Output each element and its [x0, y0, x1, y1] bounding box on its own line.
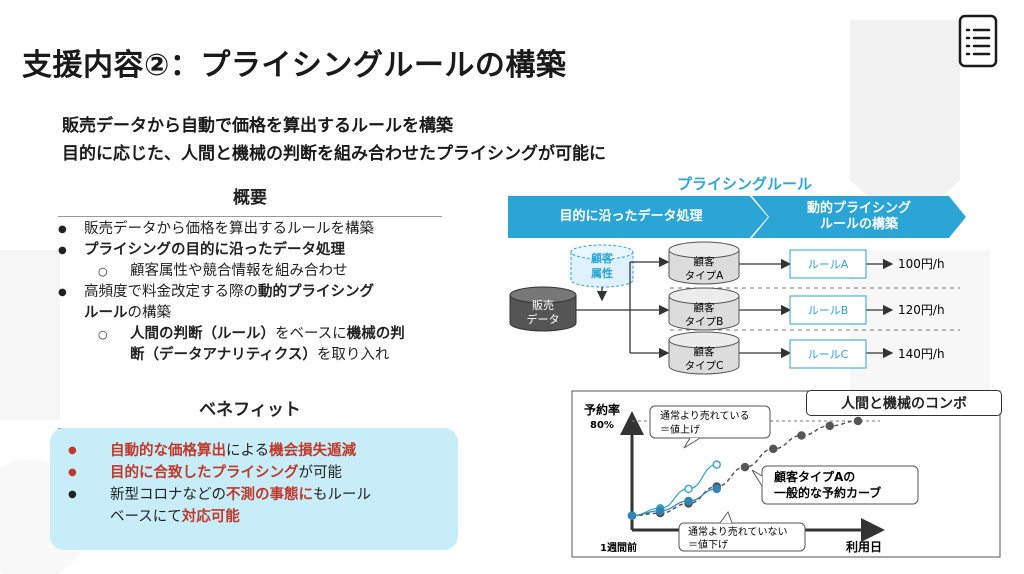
curve-upper-point: [684, 484, 693, 494]
curve-lower-point: [712, 484, 721, 494]
overview-list: 販売データから価格を算出するルールを構築 プライシングの目的に沿ったデータ処理 …: [50, 219, 450, 366]
svg-text:データ: データ: [527, 312, 560, 326]
lead-text: 販売データから自動で価格を算出するルールを構築 目的に応じた、人間と機械の判断を…: [62, 112, 606, 168]
diagram-title: プライシングルール: [677, 175, 813, 193]
lead-line-1: 販売データから自動で価格を算出するルールを構築: [62, 116, 453, 136]
booking-curve-chart: 予約率 80% 1週間前 利用日 通常より売れている ＝値上げ 通常より売れてい…: [571, 390, 1001, 558]
svg-text:顧客: 顧客: [591, 251, 614, 265]
svg-text:タイプC: タイプC: [685, 360, 724, 372]
benefits-list: 自動的な価格算出による機会損失遁減 目的に合致したプライシングが可能 新型コロナ…: [50, 440, 450, 528]
sales-data-cylinder: 販売 データ: [509, 286, 577, 332]
price-b: 120円/h: [898, 303, 945, 317]
curve-normal-point: [769, 444, 778, 454]
x-start-label: 1週間前: [600, 541, 637, 554]
page-title: 支援内容②：プライシングルールの構築: [22, 48, 567, 83]
svg-text:ルールB: ルールB: [808, 304, 849, 317]
svg-text:タイプA: タイプA: [685, 270, 724, 282]
list-item: プライシングの目的に沿ったデータ処理: [50, 240, 450, 261]
curve-label: 顧客タイプAの 一般的な予約カーブ: [751, 465, 919, 505]
curve-normal-point: [825, 421, 834, 431]
rule-a-box: ルールA: [789, 249, 867, 279]
step-dynamic-pricing: 動的プライシングルールの構築: [752, 196, 966, 238]
y-tick-label: 80%: [590, 420, 614, 431]
curve-normal-point: [797, 431, 806, 440]
lead-line-2: 目的に応じた、人間と機械の判断を組み合わせたプライシングが可能に: [62, 144, 606, 164]
list-item: 販売データから価格を算出するルールを構築: [50, 219, 450, 240]
svg-text:顧客タイプAの: 顧客タイプAの: [774, 469, 855, 484]
step-data-processing: 目的に沿ったデータ処理: [508, 196, 768, 238]
x-end-label: 利用日: [846, 539, 882, 554]
curve-normal-point: [853, 416, 863, 426]
price-a: 100円/h: [898, 257, 945, 271]
svg-text:顧客: 顧客: [694, 301, 715, 314]
svg-text:販売: 販売: [532, 299, 554, 312]
customer-type-c-cylinder: 顧客 タイプC: [668, 331, 740, 375]
document-list-icon[interactable]: [958, 14, 998, 68]
rule-c-box: ルールC: [789, 339, 867, 369]
curve-lower-point: [627, 511, 637, 520]
customer-attribute-cylinder: 顧客 属性: [570, 244, 634, 288]
curve-lower-point: [656, 506, 665, 515]
svg-text:一般的な予約カーブ: 一般的な予約カーブ: [774, 485, 881, 500]
curve-upper: [631, 464, 717, 517]
customer-type-b-cylinder: 顧客 タイプB: [668, 287, 740, 331]
svg-text:タイプB: タイプB: [685, 316, 724, 328]
svg-text:ルールA: ルールA: [808, 258, 849, 271]
curve-upper-point: [712, 460, 721, 469]
svg-text:顧客: 顧客: [694, 345, 715, 358]
svg-text:ルールC: ルールC: [808, 348, 849, 361]
price-c: 140円/h: [898, 347, 945, 361]
svg-text:通常より売れていない: 通常より売れていない: [688, 525, 788, 538]
overview-heading: 概要: [58, 183, 442, 217]
callout-price-down: 通常より売れていない ＝値下げ: [678, 510, 806, 552]
svg-text:属性: 属性: [591, 266, 613, 280]
curve-lower-point: [684, 496, 693, 506]
rule-b-box: ルールB: [789, 295, 867, 325]
y-axis-label: 予約率: [584, 402, 620, 417]
curve-lower: [631, 488, 717, 517]
curve-normal-point: [740, 462, 750, 472]
callout-price-up: 通常より売れている ＝値上げ: [649, 405, 771, 449]
list-item: 目的に合致したプライシングが可能: [50, 462, 450, 484]
svg-text:通常より売れている: 通常より売れている: [660, 409, 750, 422]
list-item: 顧客属性や競合情報を組み合わせ: [50, 261, 450, 282]
customer-type-a-cylinder: 顧客 タイプA: [668, 241, 740, 285]
svg-text:＝値上げ: ＝値上げ: [660, 423, 700, 436]
list-item: 自動的な価格算出による機会損失遁減: [50, 440, 450, 462]
svg-text:顧客: 顧客: [694, 255, 715, 268]
combo-label: 人間と機械のコンボ: [806, 390, 1002, 416]
svg-text:＝値下げ: ＝値下げ: [688, 538, 728, 551]
